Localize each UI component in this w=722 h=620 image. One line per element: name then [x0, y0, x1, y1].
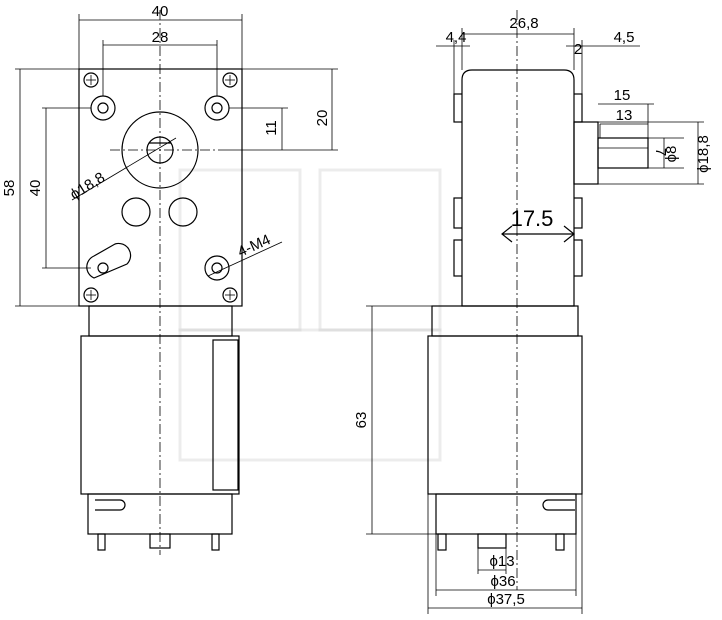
- output-boss: [121, 111, 199, 189]
- gear-hole-right: [168, 197, 198, 227]
- mount-hole-br: [204, 255, 230, 281]
- side-view: 26,8 4,4 4,5 2 15 13 7 ϕ8 ϕ18,8 17.5: [353, 10, 712, 614]
- side-terminal-right: [555, 533, 565, 551]
- front-view: 40 28 58 40 20 11 ϕ18,8 4-M4: [1, 3, 338, 555]
- mount-slot-bl: [86, 242, 132, 279]
- dim-width-40: 40: [152, 3, 169, 20]
- motor-side-band: [212, 339, 239, 491]
- dim-collar-diameter: ϕ18,8: [695, 135, 712, 173]
- dim-small-gap: 2: [574, 41, 582, 58]
- dim-right-flange: 4,5: [614, 29, 635, 46]
- corner-screw-bl: [83, 287, 99, 303]
- side-motor-neck: [431, 305, 579, 337]
- dim-left-flange: 4,4: [446, 29, 467, 46]
- side-output-shaft: [597, 137, 649, 169]
- dim-shaft-to-top-20: 20: [314, 110, 331, 127]
- side-motor-can: [427, 335, 583, 495]
- dim-shaft-diameter: ϕ8: [663, 146, 680, 163]
- side-cap-slot: [542, 499, 575, 511]
- dim-mounting-thread: 4-M4: [235, 231, 273, 260]
- dim-shaft-length-15: 15: [614, 87, 631, 104]
- side-rear-bushing: [477, 533, 507, 549]
- dim-gearbox-thickness: 17.5: [511, 206, 554, 231]
- output-shaft: [146, 136, 174, 164]
- thread-leader: [207, 241, 283, 277]
- boss-leader: [71, 137, 177, 201]
- side-terminal-left: [437, 533, 447, 551]
- dim-hole-spacing-28: 28: [152, 29, 169, 46]
- dim-shaft-offset-11: 11: [263, 120, 280, 136]
- dim-bushing-diameter: ϕ13: [489, 553, 514, 570]
- corner-screw-tr: [222, 72, 238, 88]
- rear-bushing: [149, 533, 171, 549]
- mount-hole-tr: [204, 95, 230, 121]
- terminal-right: [211, 533, 220, 551]
- dim-hole-spacing-40: 40: [27, 180, 44, 197]
- dim-motor-length: 63: [353, 412, 370, 429]
- dim-motor-diameter: ϕ36: [490, 573, 515, 590]
- dim-gearbox-depth: 26,8: [509, 15, 538, 32]
- dim-housing-diameter: ϕ37,5: [487, 591, 525, 608]
- shaft-collar: [573, 121, 599, 185]
- gearbox-body: [461, 69, 575, 307]
- terminal-left: [97, 533, 106, 551]
- dim-shaft-length-13: 13: [616, 107, 633, 124]
- mount-hole-tl: [90, 95, 116, 121]
- dim-boss-diameter: ϕ18,8: [67, 169, 108, 203]
- gear-hole-left: [121, 197, 151, 227]
- corner-screw-br: [222, 287, 238, 303]
- dim-shaft-flat-7: 7: [652, 148, 669, 156]
- corner-screw-tl: [83, 72, 99, 88]
- cap-slot: [95, 499, 126, 511]
- watermark: [178, 168, 442, 462]
- dim-height-58: 58: [1, 180, 18, 197]
